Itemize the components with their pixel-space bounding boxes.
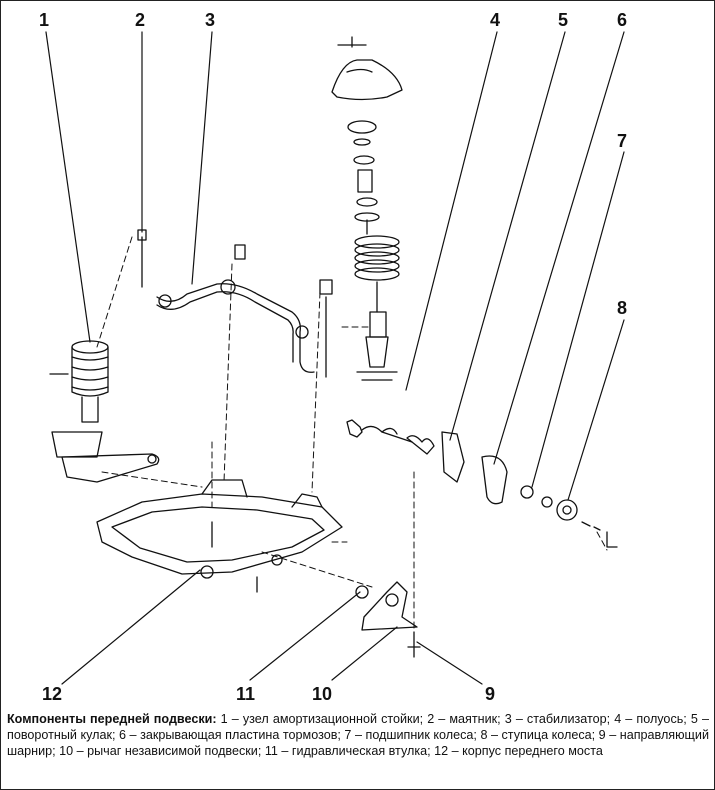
lower-arm-left (61, 453, 160, 483)
callout-8: 8 (617, 298, 627, 318)
callout-6: 6 (617, 10, 627, 30)
strut-top-mount (331, 36, 403, 235)
steering-knuckle (441, 431, 618, 548)
callout-2: 2 (135, 10, 145, 30)
leader-lines (45, 31, 625, 685)
callout-numbers: 1 2 3 4 5 6 7 8 9 10 11 12 (39, 10, 627, 704)
callout-9: 9 (485, 684, 495, 704)
callout-7: 7 (617, 131, 627, 151)
callout-1: 1 (39, 10, 49, 30)
lower-control-arm (355, 581, 421, 658)
caption-text: 1 – узел амортизационной стойки; 2 – мая… (7, 712, 709, 758)
assembled-strut (49, 340, 109, 458)
callout-10: 10 (312, 684, 332, 704)
callout-12: 12 (42, 684, 62, 704)
suspension-exploded-diagram: 1 2 3 4 5 6 7 8 9 10 11 12 (39, 10, 627, 704)
figure-caption: Компоненты передней подвески: 1 – узел а… (7, 711, 709, 759)
drive-shaft (346, 419, 435, 455)
stabilizer-links (137, 229, 333, 378)
callout-5: 5 (558, 10, 568, 30)
front-subframe (96, 479, 343, 593)
coil-spring (354, 235, 400, 381)
stabilizer-bar (156, 279, 315, 373)
callout-4: 4 (490, 10, 500, 30)
assembly-dashed-lines (96, 236, 608, 633)
caption-heading: Компоненты передней подвески: (7, 712, 217, 726)
callout-11: 11 (236, 684, 255, 704)
callout-3: 3 (205, 10, 215, 30)
